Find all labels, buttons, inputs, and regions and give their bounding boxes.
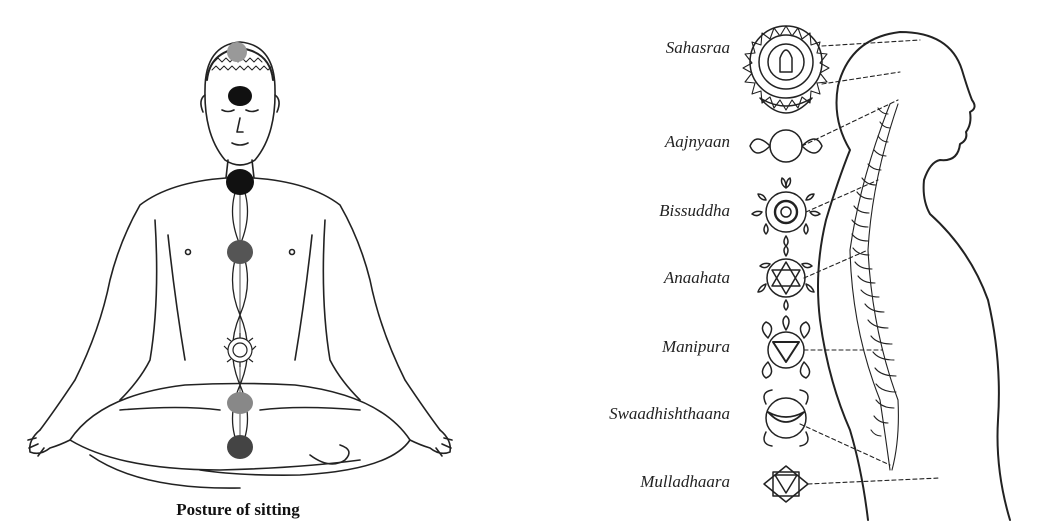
torso-right bbox=[254, 178, 440, 430]
label-sahasraa: Sahasraa bbox=[560, 38, 730, 58]
mulladhaara-icon bbox=[764, 466, 808, 502]
brow-chakra-dot bbox=[228, 86, 252, 106]
anaahata-icon bbox=[758, 246, 814, 310]
manipura-icon bbox=[762, 316, 809, 378]
root-chakra-dot bbox=[227, 435, 253, 459]
chakra-spine-diagram: Sahasraa Aajnyaan Bissuddha Anaahata Man… bbox=[560, 0, 1048, 527]
label-bissuddha: Bissuddha bbox=[560, 201, 730, 221]
chakra-label-column: Sahasraa Aajnyaan Bissuddha Anaahata Man… bbox=[560, 0, 730, 527]
label-swaadhishthaana: Swaadhishthaana bbox=[560, 404, 730, 424]
chakra-symbols-and-spine bbox=[740, 0, 1048, 527]
swaadhishthaana-icon bbox=[764, 390, 808, 446]
torso-left bbox=[40, 178, 226, 430]
navel-chakra-flower bbox=[224, 333, 256, 367]
crown-chakra-dot bbox=[227, 42, 247, 62]
aajnyaan-icon bbox=[750, 130, 822, 162]
spine-vertebrae bbox=[850, 104, 898, 470]
throat-chakra-dot bbox=[226, 169, 254, 195]
head-profile bbox=[838, 32, 1010, 520]
sahasraa-lotus-icon bbox=[743, 26, 829, 113]
connector-lines bbox=[800, 40, 940, 484]
figure-caption: Posture of sitting bbox=[118, 500, 358, 520]
sacral-chakra-dot bbox=[227, 392, 253, 414]
label-anaahata: Anaahata bbox=[560, 268, 730, 288]
heart-chakra-dot bbox=[227, 240, 253, 264]
label-mulladhaara: Mulladhaara bbox=[560, 472, 730, 492]
seated-figure-drawing bbox=[0, 0, 520, 527]
back-profile bbox=[818, 86, 868, 520]
label-manipura: Manipura bbox=[560, 337, 730, 357]
bissuddha-icon bbox=[752, 178, 820, 246]
seated-figure-diagram: Posture of sitting bbox=[0, 0, 520, 527]
label-aajnyaan: Aajnyaan bbox=[560, 132, 730, 152]
